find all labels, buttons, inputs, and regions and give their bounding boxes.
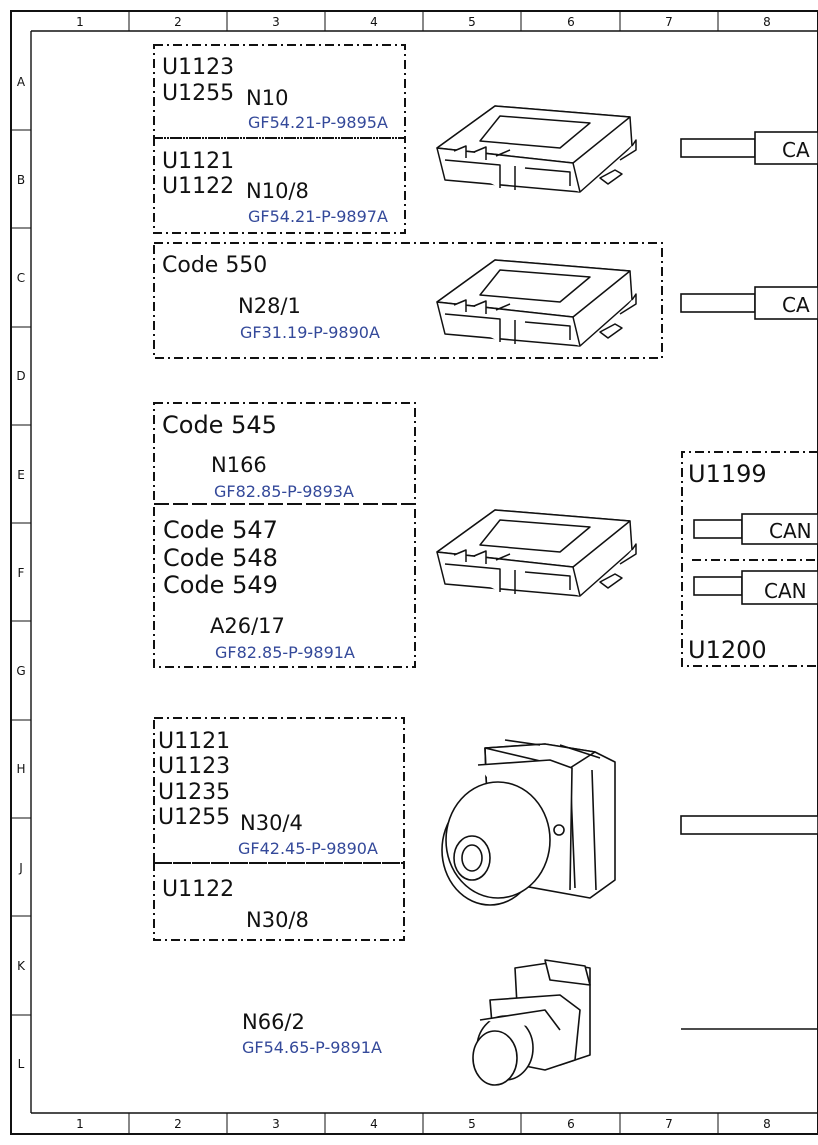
column-label-4: 4 <box>370 15 378 29</box>
column-label-5-bottom: 5 <box>468 1117 476 1131</box>
camera-icon <box>472 959 591 1086</box>
can-connector-label: CA <box>782 138 810 162</box>
component-name: N66/2 <box>242 1010 305 1034</box>
control-unit-icon <box>436 259 637 347</box>
row-label-b: B <box>16 173 26 187</box>
code-label: U1121 <box>162 149 235 174</box>
group-code-label: U1199 <box>688 460 767 488</box>
reference-link[interactable]: GF42.45-P-9890A <box>238 839 378 858</box>
box-a26-17 <box>153 503 416 668</box>
component-name: A26/17 <box>210 614 285 638</box>
reference-link[interactable]: GF82.85-P-9893A <box>214 482 354 501</box>
code-label: U1123 <box>162 55 235 80</box>
code-label: U1255 <box>158 805 231 830</box>
group-code-label: U1200 <box>688 636 767 664</box>
row-label-g: G <box>16 664 26 678</box>
box-n10 <box>153 44 406 139</box>
dashed-group-boxes <box>153 44 818 941</box>
reference-link[interactable]: GF54.65-P-9891A <box>242 1038 382 1057</box>
control-unit-icon <box>436 105 637 193</box>
control-unit-icon <box>436 509 637 597</box>
component-name: N10/8 <box>246 179 309 203</box>
row-label-c: C <box>16 271 26 285</box>
frame-border <box>10 10 818 1135</box>
box-n28-1 <box>153 242 663 359</box>
column-label-5: 5 <box>468 15 476 29</box>
can-connector-label: CAN <box>764 579 807 603</box>
row-label-j: J <box>19 861 23 875</box>
column-label-7: 7 <box>665 15 673 29</box>
column-label-2: 2 <box>174 15 182 29</box>
code-label: U1122 <box>162 174 235 199</box>
row-label-h: H <box>16 762 26 776</box>
column-label-4-bottom: 4 <box>370 1117 378 1131</box>
column-label-2-bottom: 2 <box>174 1117 182 1131</box>
row-label-d: D <box>16 369 26 383</box>
row-label-k: K <box>17 959 25 973</box>
code-label: Code 550 <box>162 253 268 278</box>
box-u1199-group <box>681 451 818 667</box>
code-label: U1235 <box>158 780 231 805</box>
row-label-l: L <box>17 1057 25 1071</box>
component-name: N166 <box>211 453 267 477</box>
connector-shapes <box>680 131 818 1030</box>
code-label: Code 549 <box>163 571 278 599</box>
box-n30-8 <box>153 862 405 941</box>
pump-motor-icon <box>441 739 616 906</box>
box-n10-8 <box>153 137 406 234</box>
reference-link[interactable]: GF82.85-P-9891A <box>215 643 355 662</box>
code-label: Code 548 <box>163 544 278 572</box>
code-label: U1121 <box>158 729 231 754</box>
reference-link[interactable]: GF54.21-P-9897A <box>248 207 388 226</box>
code-label: U1123 <box>158 754 231 779</box>
row-label-a: A <box>16 75 26 89</box>
reference-link[interactable]: GF31.19-P-9890A <box>240 323 380 342</box>
box-n30-4 <box>153 717 405 864</box>
row-label-e: E <box>17 468 25 482</box>
component-name: N28/1 <box>238 294 301 318</box>
column-label-6-bottom: 6 <box>567 1117 575 1131</box>
column-label-8: 8 <box>763 15 771 29</box>
code-label: U1122 <box>162 877 235 902</box>
column-label-7-bottom: 7 <box>665 1117 673 1131</box>
column-label-3-bottom: 3 <box>272 1117 280 1131</box>
can-connector-label: CA <box>782 293 810 317</box>
component-name: N30/8 <box>246 908 309 932</box>
row-label-f: F <box>17 566 25 580</box>
reference-link[interactable]: GF54.21-P-9895A <box>248 113 388 132</box>
column-label-6: 6 <box>567 15 575 29</box>
can-connector-label: CAN <box>769 519 812 543</box>
column-label-3: 3 <box>272 15 280 29</box>
column-label-1: 1 <box>76 15 84 29</box>
code-label: Code 545 <box>162 411 277 439</box>
code-label: U1255 <box>162 81 235 106</box>
column-label-8-bottom: 8 <box>763 1117 771 1131</box>
component-name: N30/4 <box>240 811 303 835</box>
box-n166 <box>153 402 416 505</box>
code-label: Code 547 <box>163 516 278 544</box>
component-name: N10 <box>246 86 289 110</box>
column-label-1-bottom: 1 <box>76 1117 84 1131</box>
